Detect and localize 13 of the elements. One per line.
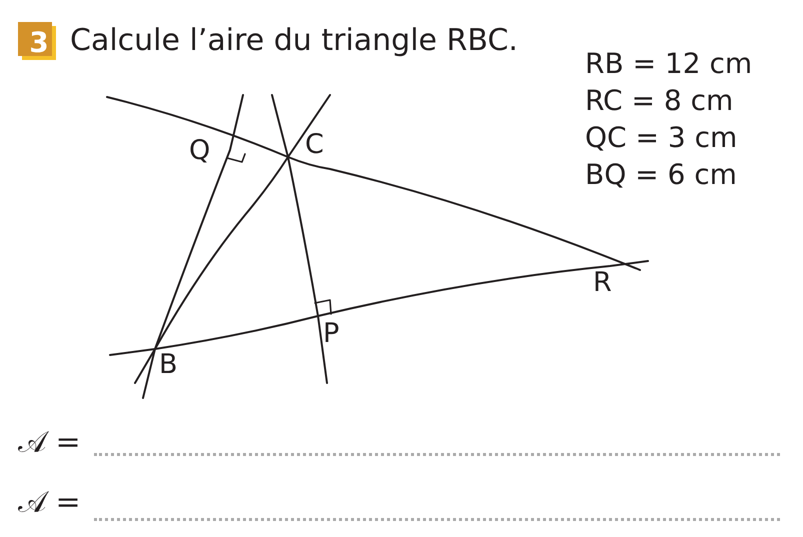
exercise-number: 3: [18, 22, 56, 60]
measurement-text: RC = 8 cm: [585, 87, 734, 115]
point-label: B: [159, 351, 178, 378]
measurement-text: RB = 12 cm: [585, 50, 752, 78]
measurement-text: BQ = 6 cm: [585, 161, 737, 189]
exercise-title: Calcule l’aire du triangle RBC.: [70, 26, 518, 56]
area-symbol: 𝒜 =: [18, 488, 81, 518]
point-label: C: [305, 131, 324, 158]
area-symbol: 𝒜 =: [18, 428, 81, 458]
point-label: Q: [189, 137, 210, 164]
point-label: P: [323, 320, 340, 347]
point-label: R: [593, 269, 612, 296]
measurement-text: QC = 3 cm: [585, 124, 738, 152]
